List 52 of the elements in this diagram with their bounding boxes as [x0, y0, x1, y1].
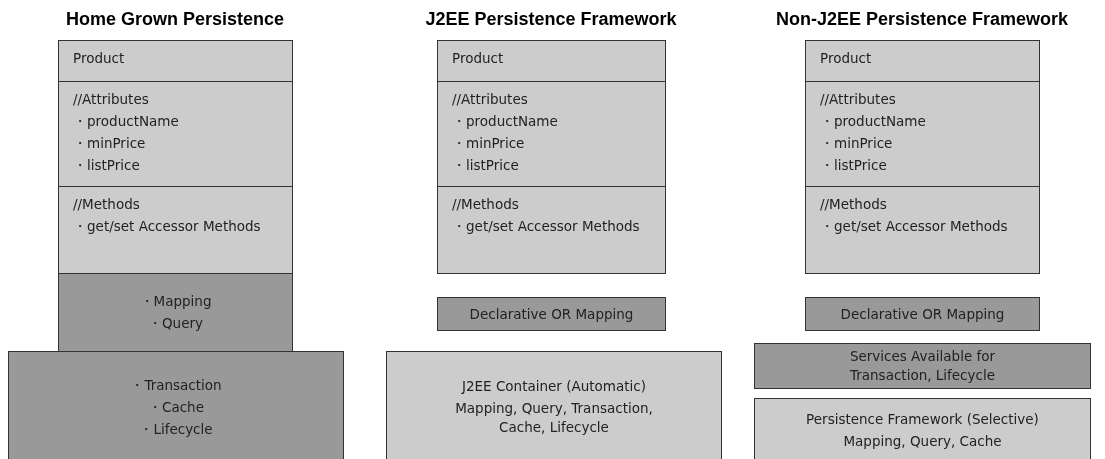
box-text: //Attributes — [452, 90, 528, 109]
box-text: Product — [820, 49, 872, 68]
box-text: ・Lifecycle — [139, 419, 213, 439]
box-text: ・minPrice — [73, 134, 146, 153]
box-text: ・minPrice — [452, 134, 525, 153]
box-text: //Attributes — [820, 90, 896, 109]
mapping-box — [805, 297, 1040, 331]
attributes-compartment — [58, 81, 293, 187]
class-name-compartment — [437, 40, 666, 82]
methods-compartment — [437, 186, 666, 274]
column-title: Home Grown Persistence — [65, 8, 285, 31]
box-text: Persistence Framework (Selective) — [806, 410, 1039, 429]
box-text: ・listPrice — [452, 156, 519, 175]
box-text: ・get/set Accessor Methods — [820, 217, 1008, 236]
box-text: Mapping, Query, Transaction, Cache, Lifecycle — [454, 399, 654, 437]
framework-box — [754, 398, 1091, 459]
methods-compartment — [58, 186, 293, 274]
mapping-query-box — [58, 273, 293, 352]
methods-compartment — [805, 186, 1040, 274]
box-text: ・listPrice — [820, 156, 887, 175]
services-box — [8, 351, 344, 459]
box-text: //Methods — [73, 195, 140, 214]
box-text: //Methods — [820, 195, 887, 214]
column-title: Non-J2EE Persistence Framework — [775, 8, 1069, 31]
box-text: //Methods — [452, 195, 519, 214]
box-text: Product — [73, 49, 125, 68]
box-text: ・productName — [73, 112, 179, 131]
box-text: ・get/set Accessor Methods — [73, 217, 261, 236]
box-text: Services Available for Transaction, Lifecycle — [848, 347, 997, 385]
container-box — [386, 351, 722, 459]
box-text: Declarative OR Mapping — [840, 304, 1005, 324]
box-text: //Attributes — [73, 90, 149, 109]
box-text: ・productName — [820, 112, 926, 131]
box-text: ・Cache — [148, 397, 204, 417]
class-name-compartment — [805, 40, 1040, 82]
class-name-compartment — [58, 40, 293, 82]
box-text: ・Query — [148, 314, 203, 333]
box-text: ・get/set Accessor Methods — [452, 217, 640, 236]
box-text: ・Mapping — [139, 292, 212, 311]
mapping-box — [437, 297, 666, 331]
attributes-compartment — [805, 81, 1040, 187]
box-text: Declarative OR Mapping — [469, 304, 634, 324]
box-text: Product — [452, 49, 504, 68]
box-text: ・minPrice — [820, 134, 893, 153]
box-text: ・Transaction — [130, 375, 222, 395]
box-text: J2EE Container (Automatic) — [462, 377, 646, 396]
box-text: Mapping, Query, Cache — [843, 432, 1002, 451]
box-text: ・productName — [452, 112, 558, 131]
column-title: J2EE Persistence Framework — [425, 8, 677, 31]
box-text: ・listPrice — [73, 156, 140, 175]
services-box — [754, 343, 1091, 389]
attributes-compartment — [437, 81, 666, 187]
